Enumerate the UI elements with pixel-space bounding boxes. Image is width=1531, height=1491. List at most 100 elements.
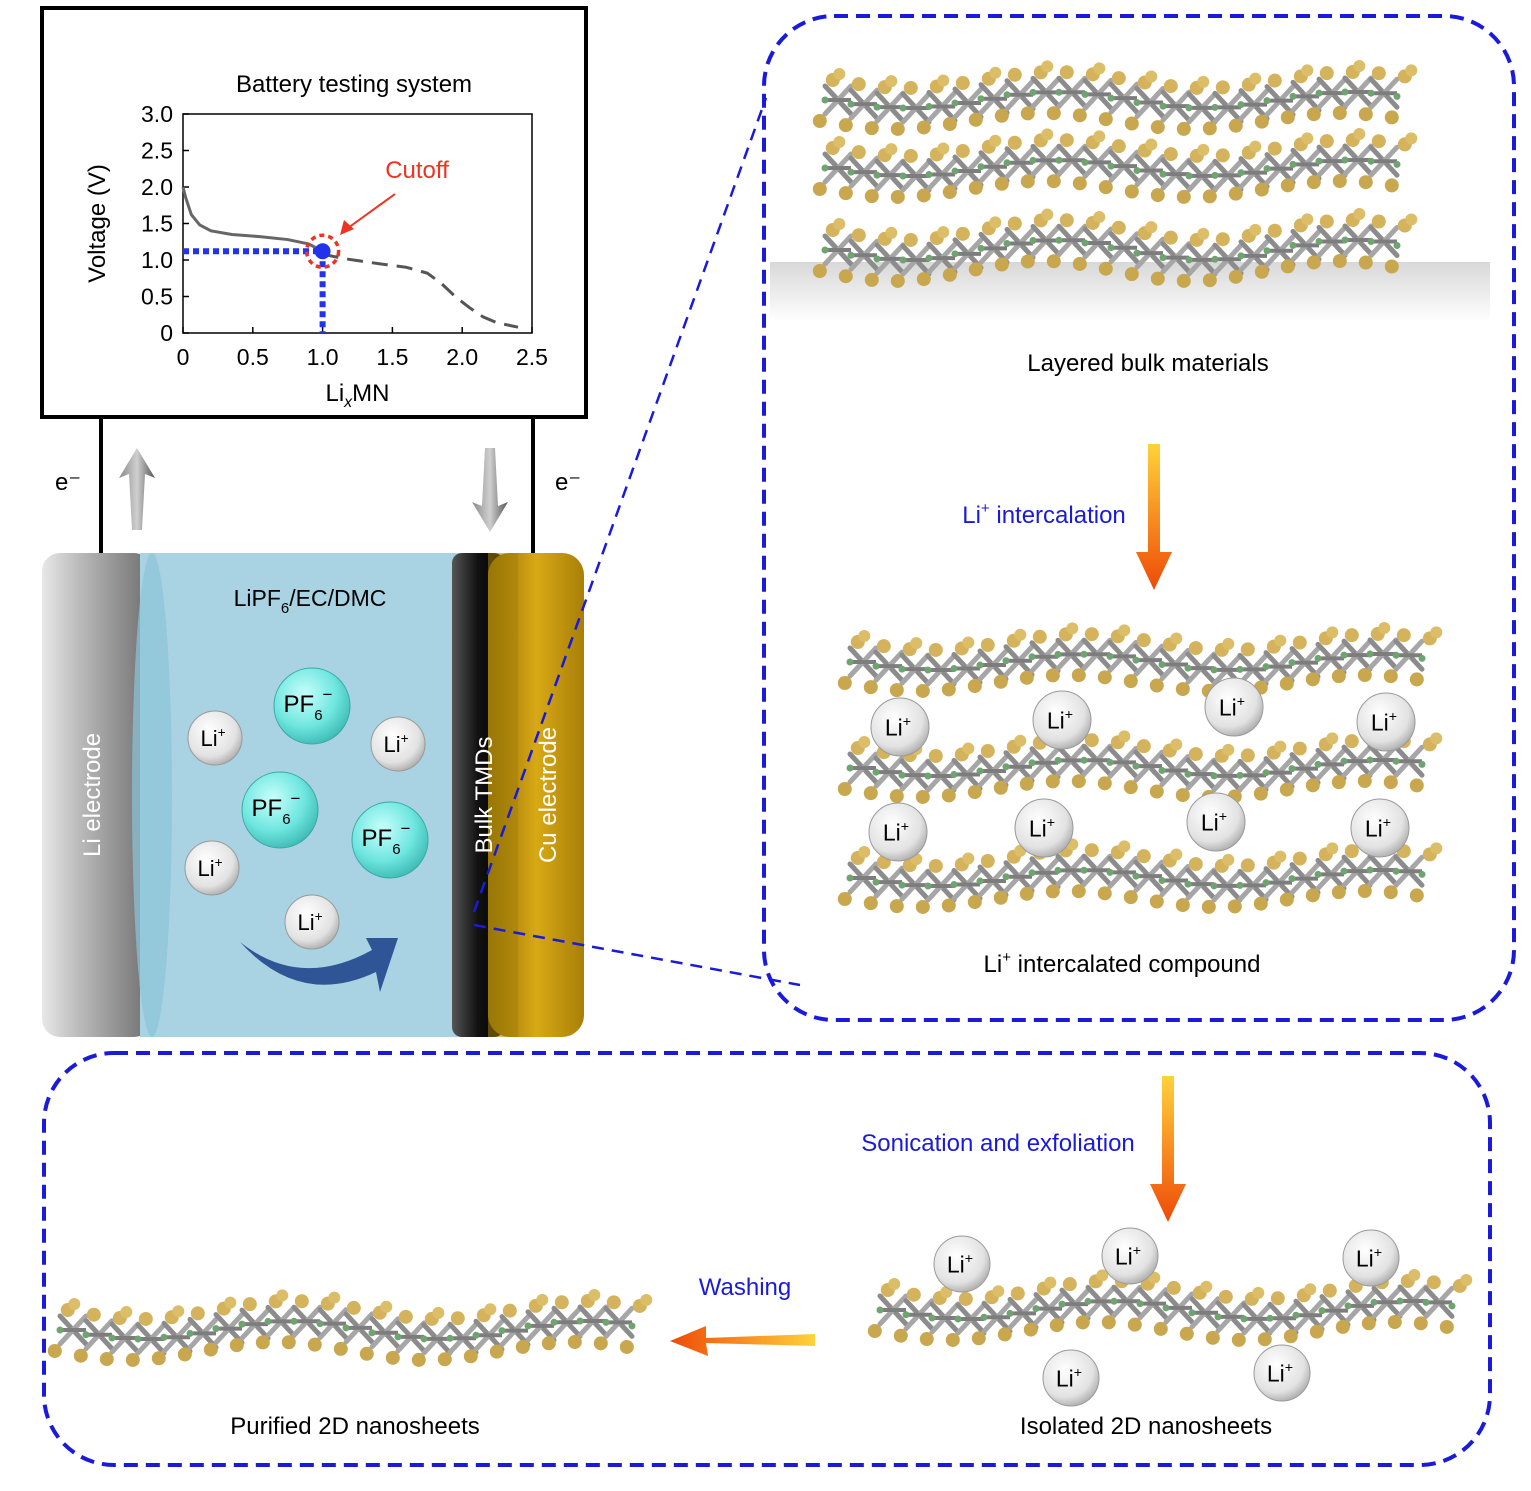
pf6-ion-label: PF6− [252,789,301,828]
x-tick-label: 1.0 [307,344,339,370]
electron-down-arrow [472,448,508,532]
y-tick-label: 2.5 [141,138,173,164]
li-ion-label: Li+ [1047,707,1073,733]
li-ion-label: Li+ [1056,1365,1082,1391]
li-ion: Li+ [870,697,930,757]
li-ion-label: Li+ [1356,1245,1382,1271]
x-tick-label: 0.5 [237,344,269,370]
purified-sheet [47,1289,653,1367]
battery-testing-box [40,6,588,419]
li-ion-label: Li+ [200,725,225,751]
cutoff-point [314,243,331,260]
pf6-ion-label: PF6− [284,685,333,724]
bulk-layer-1 [812,60,1418,136]
y-axis-label: Voltage (V) [84,164,111,283]
purified-nanosheet [47,1289,653,1367]
pf6-ion: PF6− [351,801,429,879]
li-ion-label: Li+ [885,714,911,740]
li-ion: Li+ [187,710,243,766]
intercalated-layer-1 [837,622,1443,698]
pf6-ion-label: PF6− [362,819,411,858]
li-ion: Li+ [1204,677,1264,737]
li-ion: Li+ [1186,792,1246,852]
li-ion-label: Li+ [1371,709,1397,735]
intercalated-layer-3 [837,838,1443,914]
intercalated-compound-label: Li+ intercalated compound [984,949,1261,978]
y-tick-label: 2.0 [141,174,173,200]
isolated-ions: Li+ Li+ Li+ Li+ Li+ [933,1227,1400,1407]
li-electrode [42,553,152,1037]
process-panel-top [762,14,1516,1022]
li-ion: Li+ [1042,1349,1100,1407]
cutoff-pointer-head [340,220,354,235]
cu-electrode-label: Cu electrode [535,727,562,863]
electrolyte-edge [132,553,172,1037]
li-ion-label: Li+ [197,855,222,881]
x-tick-label: 2.5 [516,344,548,370]
intercalation-arrow [1136,444,1172,590]
y-tick-label: 1.5 [141,211,173,237]
intercalated-structure [837,622,1443,914]
li-ion: Li+ [184,840,240,896]
discharge-curve-solid [181,186,324,253]
li-ion-label: Li+ [1365,815,1391,841]
li-ion-label: Li+ [947,1251,973,1277]
li-ion: Li+ [868,802,928,862]
cu-electrode-rim [488,553,518,1037]
intercalated-layer-2 [837,728,1443,804]
cutoff-ring [304,233,341,269]
li-ion-label: Li+ [1267,1360,1293,1386]
li-ion: Li+ [933,1235,991,1293]
ion-flow-arrow [240,938,398,992]
isolated-sheet [867,1269,1473,1347]
y-tick-label: 3.0 [141,101,173,127]
isolated-nanosheet [867,1269,1473,1347]
zoom-line-top [472,97,768,913]
li-ion: Li+ [1342,1229,1400,1287]
sonication-label: Sonication and exfoliation [861,1130,1135,1157]
li-ion: Li+ [370,716,426,772]
x-tick-label: 1.5 [376,344,408,370]
li-ion: Li+ [1101,1227,1159,1285]
isolated-nanosheets-label: Isolated 2D nanosheets [1020,1413,1272,1440]
cutoff-label: Cutoff [385,157,449,184]
electron-label-right: e⁻ [555,469,581,496]
cutoff-pointer [347,193,396,229]
li-ion-label: Li+ [383,731,408,757]
y-tick-label: 0 [160,320,173,346]
li-ion: Li+ [1032,690,1092,750]
washing-label: Washing [699,1274,791,1301]
bulk-layer-2 [812,128,1418,204]
li-ion-label: Li+ [297,909,322,935]
li-ion: Li+ [1253,1344,1311,1402]
layered-bulk-structure [812,60,1418,288]
intercalated-ions: Li+ Li+ Li+ Li+ Li+ Li+ Li+ Li+ [868,677,1416,862]
intercalation-label: Li+ intercalation [962,500,1126,529]
purified-nanosheets-label: Purified 2D nanosheets [230,1413,480,1440]
y-tick-label: 1.0 [141,247,173,273]
li-ion: Li+ [284,894,340,950]
li-ion: Li+ [1356,692,1416,752]
battery-testing-title: Battery testing system [236,71,472,98]
li-ion-label: Li+ [1029,815,1055,841]
li-ion-label: Li+ [1201,809,1227,835]
zoom-line-bottom [473,923,801,987]
electrolyte-label: LiPF6/EC/DMC [234,585,387,617]
bulk-layer-3 [812,208,1418,288]
layered-bulk-label: Layered bulk materials [1027,350,1268,377]
li-ion-label: Li+ [883,819,909,845]
x-tick-label: 0 [177,344,190,370]
y-tick-label: 0.5 [141,284,173,310]
cell-ions: PF6− PF6− PF6− Li+ Li+ Li+ Li+ [184,667,429,950]
washing-arrow [670,1326,815,1356]
li-ion-label: Li+ [1219,694,1245,720]
li-ion-label: Li+ [1115,1243,1141,1269]
pf6-ion: PF6− [241,771,319,849]
pf6-ion: PF6− [273,667,351,745]
sonication-arrow [1150,1076,1186,1222]
x-tick-label: 2.0 [446,344,478,370]
electron-up-arrow [119,448,155,530]
discharge-curve-dashed [322,252,519,329]
